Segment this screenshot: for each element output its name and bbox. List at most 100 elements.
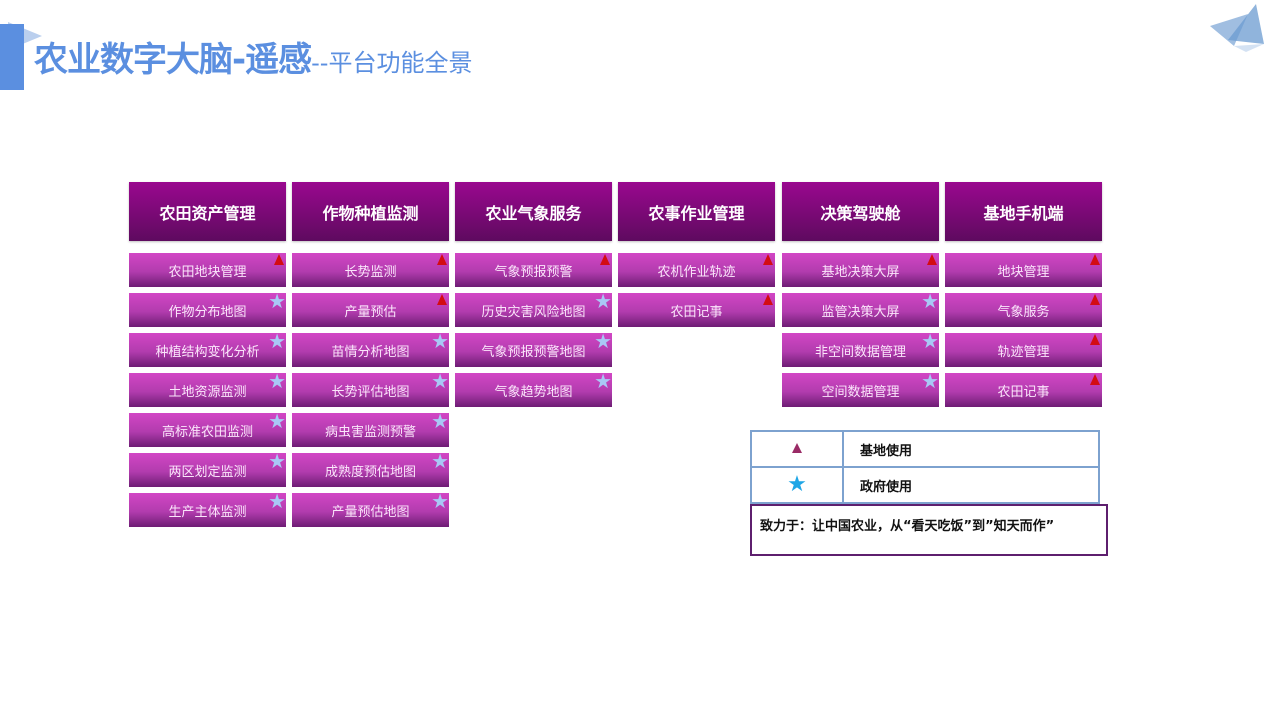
feature-item-label: 土地资源监测	[168, 384, 247, 400]
feature-column: 农田资产管理农田地块管理作物分布地图★种植结构变化分析★土地资源监测★高标准农田…	[129, 182, 286, 527]
feature-item-label: 农田地块管理	[168, 264, 247, 280]
page-title-sub: --平台功能全景	[311, 49, 473, 77]
feature-item-label: 空间数据管理	[821, 384, 900, 400]
legend-table: 基地使用 ★ 政府使用	[750, 430, 1100, 504]
feature-item[interactable]: 农机作业轨迹	[618, 253, 775, 287]
feature-column: 基地手机端地块管理气象服务轨迹管理农田记事	[945, 182, 1102, 407]
star-icon: ★	[268, 289, 286, 313]
triangle-icon	[437, 254, 447, 265]
star-icon: ★	[268, 489, 286, 513]
column-header[interactable]: 基地手机端	[945, 182, 1102, 241]
feature-item[interactable]: 两区划定监测 ★	[129, 449, 286, 487]
feature-item-label: 生产主体监测	[168, 504, 247, 520]
feature-item-label: 种植结构变化分析	[155, 344, 260, 360]
legend: 基地使用 ★ 政府使用 致力于：让中国农业，从“看天吃饭”到”知天而作”	[750, 430, 1108, 556]
feature-item-label: 地块管理	[997, 264, 1050, 280]
feature-column: 作物种植监测长势监测产量预估苗情分析地图★长势评估地图★病虫害监测预警★成熟度预…	[292, 182, 449, 527]
page-title-main: 农业数字大脑-遥感	[34, 40, 312, 80]
triangle-icon	[600, 254, 610, 265]
feature-item-label: 非空间数据管理	[814, 344, 906, 360]
column-header[interactable]: 决策驾驶舱	[782, 182, 939, 241]
feature-column: 农事作业管理农机作业轨迹农田记事	[618, 182, 775, 327]
star-icon: ★	[921, 329, 939, 353]
feature-column: 农业气象服务气象预报预警历史灾害风险地图 ★ 气象预报预警地图★ 气象趋势地图★	[455, 182, 612, 407]
column-header[interactable]: 农业气象服务	[455, 182, 612, 241]
feature-item[interactable]: 气象预报预警	[455, 253, 612, 287]
triangle-icon	[763, 254, 773, 265]
feature-item-label: 气象服务	[997, 304, 1050, 320]
motto-text: 致力于：让中国农业，从“看天吃饭”到”知天而作”	[750, 504, 1108, 556]
feature-item[interactable]: 苗情分析地图 ★	[292, 329, 449, 367]
feature-item-label: 产量预估地图	[331, 504, 410, 520]
header-accent-bar	[0, 24, 24, 90]
feature-item[interactable]: 农田地块管理	[129, 253, 286, 287]
feature-item-label: 苗情分析地图	[331, 344, 410, 360]
star-icon: ★	[431, 329, 449, 353]
feature-item[interactable]: 生产主体监测 ★	[129, 489, 286, 527]
feature-item[interactable]: 空间数据管理★	[782, 371, 939, 407]
triangle-icon	[927, 254, 937, 265]
feature-item[interactable]: 气象预报预警地图★	[455, 331, 612, 367]
feature-item[interactable]: 长势评估地图 ★	[292, 369, 449, 407]
feature-item[interactable]: 监管决策大屏 ★	[782, 289, 939, 327]
feature-item-label: 高标准农田监测	[161, 424, 253, 440]
legend-row-base: 基地使用	[750, 430, 1100, 468]
triangle-icon	[1090, 294, 1100, 305]
feature-item[interactable]: 农田记事	[618, 293, 775, 327]
feature-column: 决策驾驶舱基地决策大屏监管决策大屏 ★ 非空间数据管理 ★ 空间数据管理★	[782, 182, 939, 407]
triangle-icon	[274, 254, 284, 265]
feature-item[interactable]: 成熟度预估地图★	[292, 449, 449, 487]
feature-item[interactable]: 非空间数据管理 ★	[782, 329, 939, 367]
star-icon: ★	[594, 289, 612, 313]
feature-item-label: 两区划定监测	[168, 464, 247, 480]
star-icon: ★	[268, 449, 286, 473]
feature-item-label: 历史灾害风险地图	[481, 304, 586, 320]
triangle-icon	[437, 294, 447, 305]
legend-row-gov: ★ 政府使用	[750, 466, 1100, 504]
feature-item[interactable]: 气象服务	[945, 293, 1102, 327]
feature-item-label: 长势监测	[344, 264, 397, 280]
feature-item-label: 产量预估	[344, 304, 397, 320]
triangle-icon	[1090, 254, 1100, 265]
feature-item[interactable]: 农田记事	[945, 373, 1102, 407]
feature-item-label: 作物分布地图	[168, 304, 247, 320]
feature-item-label: 农田记事	[997, 384, 1050, 400]
feature-item[interactable]: 产量预估	[292, 293, 449, 327]
feature-item[interactable]: 病虫害监测预警 ★	[292, 409, 449, 447]
feature-item[interactable]: 基地决策大屏	[782, 253, 939, 287]
feature-item-label: 农田记事	[670, 304, 723, 320]
feature-item-label: 基地决策大屏	[821, 264, 900, 280]
feature-item[interactable]: 历史灾害风险地图 ★	[455, 289, 612, 327]
feature-item[interactable]: 长势监测	[292, 253, 449, 287]
star-icon: ★	[268, 369, 286, 393]
page-title: 农业数字大脑-遥感--平台功能全景	[34, 32, 472, 81]
triangle-icon	[763, 294, 773, 305]
feature-item[interactable]: 轨迹管理	[945, 333, 1102, 367]
feature-item[interactable]: 高标准农田监测 ★	[129, 409, 286, 447]
star-icon: ★	[431, 409, 449, 433]
feature-item[interactable]: 种植结构变化分析★	[129, 331, 286, 367]
feature-item-label: 农机作业轨迹	[657, 264, 736, 280]
feature-item-label: 长势评估地图	[331, 384, 410, 400]
feature-item[interactable]: 地块管理	[945, 253, 1102, 287]
feature-item[interactable]: 作物分布地图 ★	[129, 289, 286, 327]
feature-item[interactable]: 气象趋势地图★	[455, 371, 612, 407]
feature-item-label: 气象预报预警地图	[481, 344, 586, 360]
star-icon: ★	[431, 449, 449, 473]
triangle-icon	[792, 442, 802, 453]
feature-item[interactable]: 产量预估地图 ★	[292, 489, 449, 527]
feature-item[interactable]: 土地资源监测 ★	[129, 369, 286, 407]
column-header[interactable]: 作物种植监测	[292, 182, 449, 241]
feature-item-label: 监管决策大屏	[821, 304, 900, 320]
star-icon: ★	[268, 409, 286, 433]
triangle-icon	[1090, 334, 1100, 345]
feature-item-label: 病虫害监测预警	[324, 424, 416, 440]
legend-label-base: 基地使用	[842, 430, 1100, 468]
star-icon: ★	[431, 369, 449, 393]
star-icon: ★	[921, 289, 939, 313]
feature-item-label: 轨迹管理	[997, 344, 1050, 360]
star-icon: ★	[431, 489, 449, 513]
feature-item-label: 气象预报预警	[494, 264, 573, 280]
column-header[interactable]: 农田资产管理	[129, 182, 286, 241]
column-header[interactable]: 农事作业管理	[618, 182, 775, 241]
